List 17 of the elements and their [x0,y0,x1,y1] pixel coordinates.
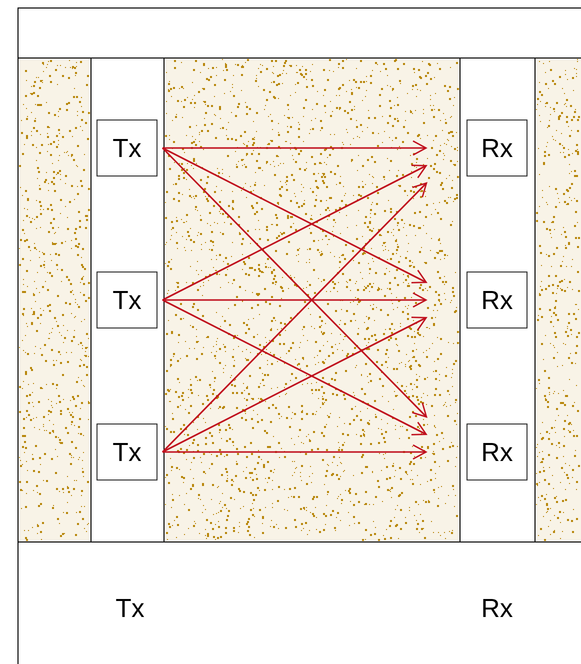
arrow [162,292,428,308]
column-label: Rx [483,599,513,617]
arrow [162,299,428,436]
arrow [162,182,428,453]
signal-box: Rx [466,424,528,480]
signal-box: Tx [96,424,158,480]
signal-box: Rx [466,272,528,328]
arrow [162,147,428,284]
arrow [162,444,428,460]
arrow [162,140,428,156]
column-label: Tx [116,599,144,617]
signal-box: Tx [96,272,158,328]
signal-box: Rx [466,120,528,176]
arrow [162,164,428,301]
arrow [162,147,428,418]
signal-box: Tx [96,120,158,176]
arrow [162,316,428,453]
